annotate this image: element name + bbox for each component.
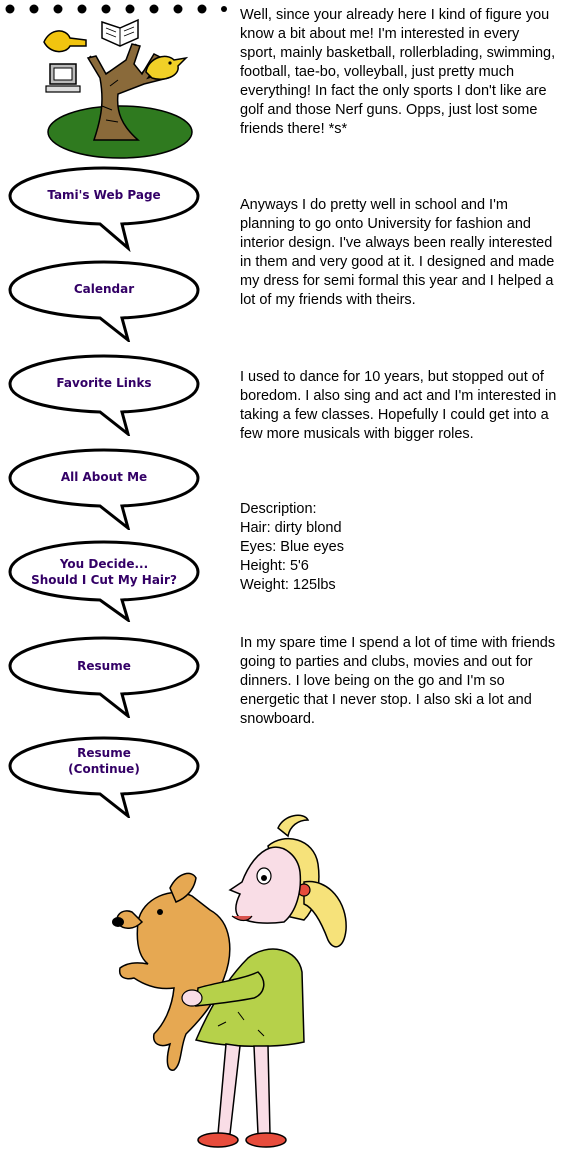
- about-paragraph-description: Description: Hair: dirty blond Eyes: Blu…: [240, 501, 344, 593]
- nav-bubble-resume-continue[interactable]: Resume (Continue): [4, 728, 204, 818]
- speech-bubble-shape: [8, 354, 200, 436]
- nav-label: Resume (Continue): [68, 746, 140, 776]
- nav-label: All About Me: [60, 470, 148, 484]
- nav-bubble-resume[interactable]: Resume: [4, 628, 204, 718]
- nav-label: Calendar: [73, 282, 135, 296]
- nav-bubble-favorite-links[interactable]: Favorite Links: [4, 346, 204, 436]
- speech-bubble-shape: [8, 736, 200, 818]
- speech-bubble-shape: [8, 166, 200, 252]
- nav-label: Resume: [77, 659, 131, 673]
- speech-bubble-shape: [8, 540, 200, 622]
- nav-bubble-tamis-web-page[interactable]: Tami's Web Page: [4, 162, 204, 252]
- about-paragraph-spare-time: In my spare time I spend a lot of time w…: [240, 635, 556, 727]
- girl-hugging-dog-clipart-image: [112, 814, 347, 1148]
- speech-bubble-shape: [8, 636, 200, 718]
- nav-label: You Decide... Should I Cut My Hair?: [31, 557, 177, 587]
- about-paragraph-dance: I used to dance for 10 years, but stoppe…: [240, 369, 557, 442]
- about-paragraph-school: Anyways I do pretty well in school and I…: [240, 197, 555, 308]
- nav-label: Favorite Links: [56, 376, 152, 390]
- dotted-border-decoration: [5, 4, 227, 14]
- nav-bubble-calendar[interactable]: Calendar: [4, 252, 204, 342]
- speech-bubble-shape: [8, 448, 200, 530]
- speech-bubble-shape: [8, 260, 200, 342]
- about-paragraph-sports: Well, since your already here I kind of …: [240, 7, 556, 137]
- tree-clipart-image: [43, 18, 193, 159]
- nav-label: Tami's Web Page: [47, 188, 161, 202]
- nav-bubble-you-decide[interactable]: You Decide... Should I Cut My Hair?: [4, 532, 204, 622]
- nav-bubble-all-about-me[interactable]: All About Me: [4, 440, 204, 530]
